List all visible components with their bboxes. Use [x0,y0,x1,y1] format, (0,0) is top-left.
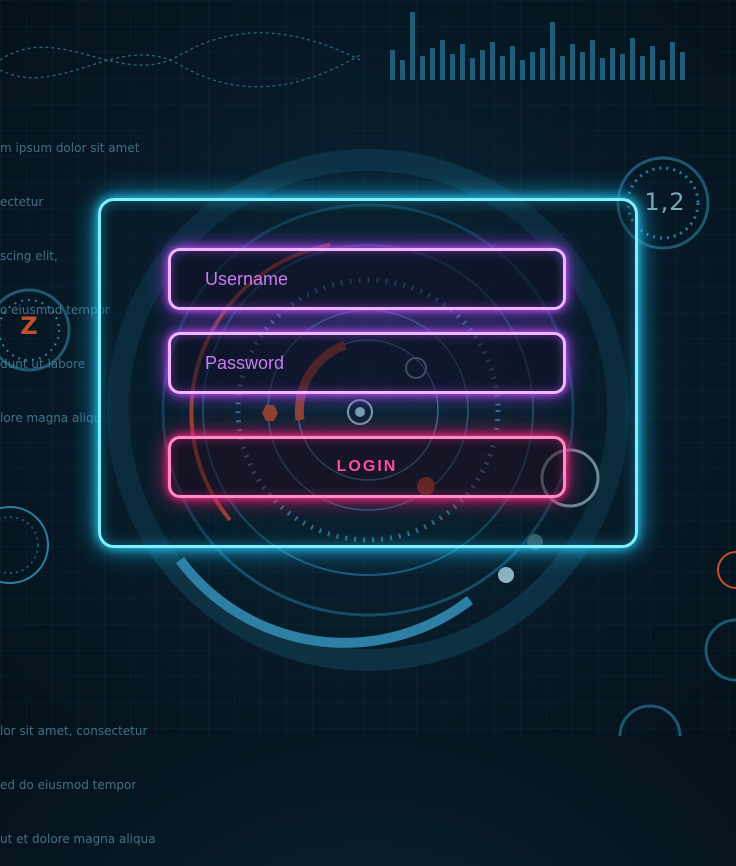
orange-dot [417,477,435,495]
gauge-right-orange [717,551,736,589]
background-text-block: m ipsum dolor sit amet ectetur scing eli… [0,141,140,425]
ring-arc [175,557,474,648]
hud-decoration [0,12,736,736]
login-button-label: LOGIN [336,458,398,475]
hud-letter-readout: Z [20,312,38,340]
ring [202,244,534,576]
small-dot [498,567,514,583]
username-input[interactable]: Username [168,248,566,310]
gauge-right [626,166,700,240]
password-input[interactable]: Password [168,332,566,394]
background-text-block: lor sit amet, consectetur ed do eiusmod … [0,724,156,846]
small-ring [540,448,600,508]
username-placeholder: Username [205,268,289,289]
equalizer-bars [390,12,685,80]
password-placeholder: Password [205,352,285,373]
wave-line [0,54,361,88]
gauge-bottom [618,704,682,736]
ring [161,203,575,617]
gauge-bottom-left [0,506,49,584]
login-button[interactable]: LOGIN [168,436,566,498]
gauge-right-bottom [704,618,736,682]
gauge-left [0,299,60,361]
ring-outer [107,149,629,671]
gauge-left [0,288,71,372]
wave-line [0,32,361,66]
gauge-right [616,156,710,250]
ring [347,399,373,425]
gauge-bottom-left [0,516,39,574]
orange-hex [262,405,278,421]
hud-number-readout: 1,2 [644,188,686,216]
ring [355,407,365,417]
